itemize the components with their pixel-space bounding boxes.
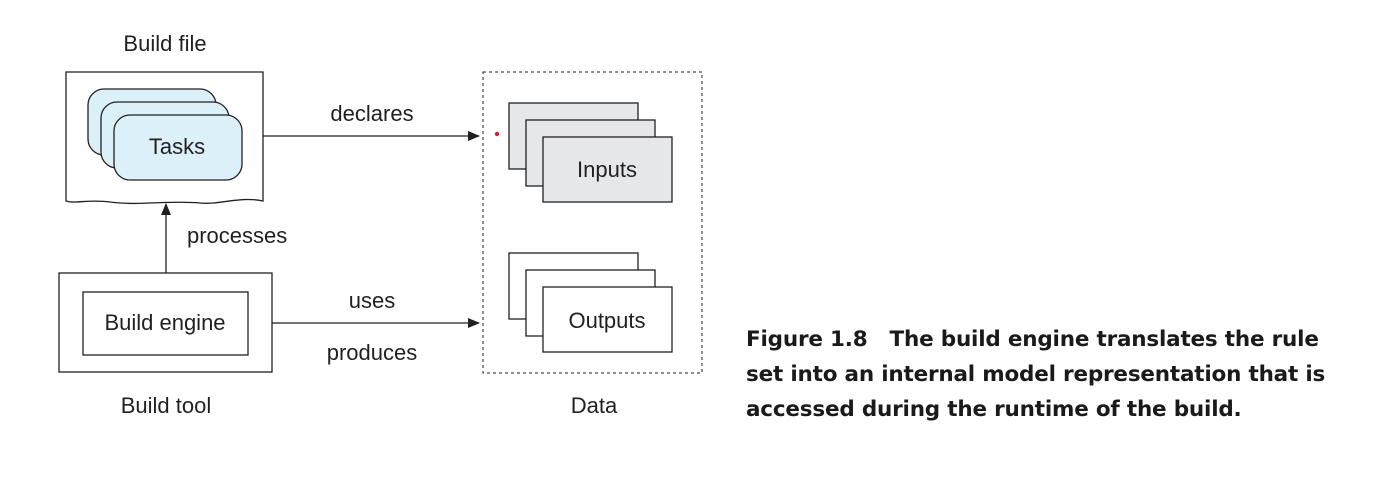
- tasks-label: Tasks: [149, 134, 205, 159]
- inputs-stack: [508, 102, 673, 203]
- outputs-label: Outputs: [568, 308, 645, 333]
- build-engine-label: Build engine: [104, 310, 225, 335]
- outputs-stack: [508, 252, 673, 353]
- tasks-stack: [87, 88, 243, 181]
- build-engine-box: [82, 291, 249, 356]
- inputs-label: Inputs: [577, 157, 637, 182]
- data-label: Data: [571, 393, 618, 418]
- input-sheet-front: [542, 136, 673, 203]
- marker-dot: [494, 131, 500, 137]
- build-file-label: Build file: [123, 31, 206, 56]
- caption-text: The build engine translates the rule set…: [746, 327, 1326, 422]
- output-sheet-front: [542, 286, 673, 353]
- figure-number: Figure 1.8: [746, 327, 868, 352]
- data-container: [482, 71, 703, 374]
- processes-label: processes: [187, 223, 287, 248]
- declares-label: declares: [330, 101, 413, 126]
- task-card-front: [113, 114, 243, 181]
- build-tool-label: Build tool: [121, 393, 212, 418]
- uses-label: uses: [349, 288, 395, 313]
- produces-label: produces: [327, 340, 418, 365]
